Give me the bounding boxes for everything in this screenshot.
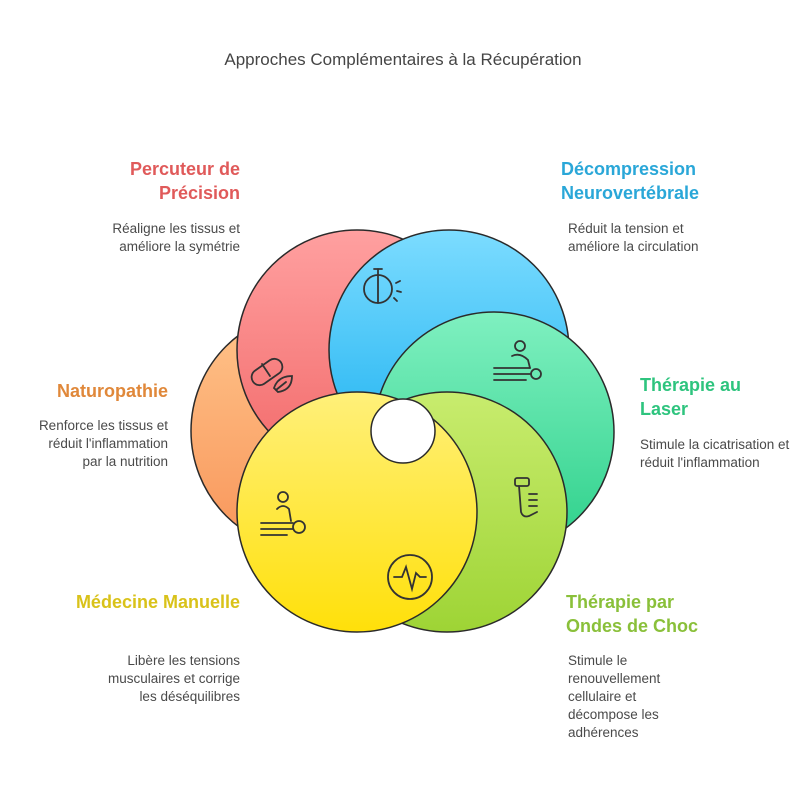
label-decompression: Décompression Neurovertébrale (561, 159, 700, 203)
pulse-wave-icon (387, 554, 433, 600)
label-naturopathie: Naturopathie (56, 381, 168, 401)
label-percuteur: Percuteur de Précision (129, 159, 240, 203)
laser-device-icon (514, 477, 538, 518)
label-medecine: Médecine Manuelle (75, 592, 240, 612)
capsule-leaf-icon (250, 357, 293, 393)
stopwatch-icon (363, 268, 402, 304)
desc-naturopathie: Renforce les tissus et réduit l'inflamma… (38, 418, 168, 469)
manual-therapy-icon (260, 491, 306, 536)
desc-laser: Stimule la cicatrisation et réduit l'inf… (640, 437, 790, 470)
desc-decompression: Réduit la tension et améliore la circula… (568, 221, 699, 254)
label-laser: Thérapie au Laser (640, 375, 742, 419)
massage-table-icon (493, 340, 542, 381)
desc-ondes: Stimule le renouvellement cellulaire et … (568, 653, 661, 740)
page-title: Approches Complémentaires à la Récupérat… (224, 50, 582, 69)
desc-percuteur: Réaligne les tissus et améliore la symét… (112, 221, 240, 254)
desc-medecine: Libère les tensions musculaires et corri… (107, 653, 240, 704)
center-hole (370, 398, 436, 464)
label-ondes: Thérapie par Ondes de Choc (566, 592, 699, 636)
